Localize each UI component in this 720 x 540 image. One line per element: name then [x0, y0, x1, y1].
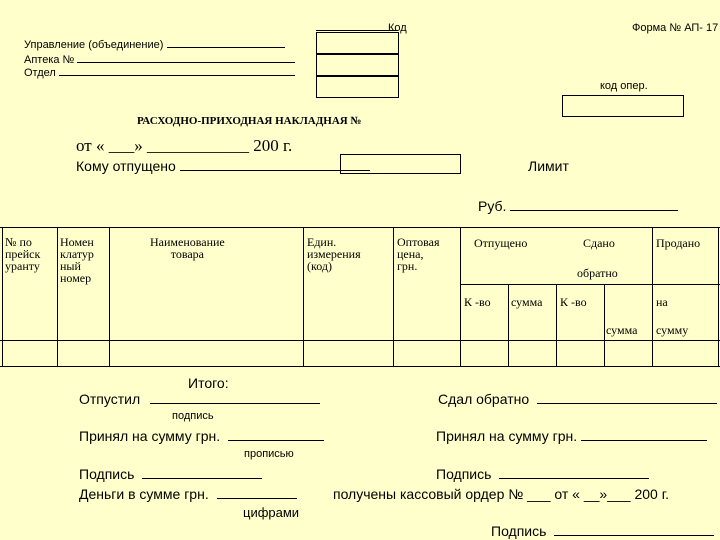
- table-header-bottom: [0, 340, 720, 341]
- management-field[interactable]: [166, 37, 285, 48]
- rub-label: Руб.: [478, 198, 507, 214]
- col-header-num: № по прейск уранту: [5, 235, 41, 273]
- code-label: Код: [388, 22, 407, 34]
- col-border-8: [604, 284, 605, 366]
- to-whom-box[interactable]: [340, 154, 461, 174]
- final-signature-row: Подпись: [491, 523, 715, 539]
- department-label: Отдел: [24, 67, 56, 79]
- returned-label: Сдал обратно: [438, 391, 530, 407]
- rub-field[interactable]: [510, 198, 679, 211]
- oper-code-box[interactable]: [562, 95, 684, 117]
- document-title: РАСХОДНО-ПРИХОДНАЯ НАКЛАДНАЯ №: [137, 115, 362, 127]
- signature-left-row: Подпись: [79, 466, 263, 482]
- cash-order-text[interactable]: получены кассовый ордер № ___ от « __»__…: [333, 486, 669, 502]
- col-header-sold-2: на: [656, 295, 668, 309]
- col-border-3: [303, 227, 304, 366]
- sub-header-qty-released: К -во: [464, 295, 491, 309]
- accepted-amount-field[interactable]: [228, 428, 324, 441]
- to-whom-row: Кому отпущено: [76, 158, 370, 174]
- accepted-row: Принял на сумму грн.: [79, 428, 324, 444]
- in-words-hint: прописью: [244, 448, 294, 460]
- col-header-sold-3: сумму: [656, 323, 689, 337]
- management-code-box[interactable]: [316, 32, 399, 54]
- department-row: Отдел: [24, 65, 295, 79]
- pharmacy-row: Аптека №: [24, 52, 296, 66]
- sub-header-qty-returned: К -во: [560, 295, 587, 309]
- returned-row: Сдал обратно: [438, 391, 718, 407]
- col-header-returned: Сдано: [583, 236, 615, 250]
- to-whom-field[interactable]: [179, 158, 370, 171]
- pharmacy-code-box[interactable]: [316, 54, 399, 76]
- signature-left-field[interactable]: [142, 466, 263, 479]
- pharmacy-label: Аптека №: [24, 54, 75, 66]
- col-header-returned-2: обратно: [577, 266, 618, 280]
- to-whom-label: Кому отпущено: [76, 158, 176, 174]
- col-border-2: [109, 227, 110, 366]
- col-border-9: [652, 227, 653, 366]
- cash-row: Деньги в сумме грн.: [79, 486, 297, 502]
- col-header-price: Оптовая цена, грн.: [397, 235, 440, 273]
- col-border-1: [57, 227, 58, 366]
- col-border-7: [556, 284, 557, 366]
- final-signature-label: Подпись: [491, 523, 547, 539]
- signature-right-field[interactable]: [499, 466, 650, 479]
- returned-field[interactable]: [537, 391, 718, 404]
- col-header-sold: Продано: [656, 236, 701, 250]
- limit-label: Лимит: [528, 158, 569, 174]
- col-border-10: [718, 227, 719, 366]
- released-signature-field[interactable]: [150, 391, 321, 404]
- date-line[interactable]: от « ___» ____________ 200 г.: [76, 136, 293, 155]
- oper-code-label: код опер.: [600, 80, 648, 92]
- sub-header-sum-released: сумма: [511, 295, 543, 309]
- cash-amount-field[interactable]: [216, 486, 297, 499]
- form-number-label: Форма № АП- 17: [632, 22, 719, 34]
- management-row: Управление (объединение): [24, 37, 285, 51]
- accepted-right-label: Принял на сумму грн.: [436, 428, 578, 444]
- final-signature-field[interactable]: [554, 523, 715, 536]
- signature-hint: подпись: [172, 410, 214, 422]
- col-border-4: [393, 227, 394, 366]
- accepted-right-row: Принял на сумму грн.: [436, 428, 707, 444]
- in-digits-hint: цифрами: [243, 505, 300, 520]
- accepted-right-field[interactable]: [581, 428, 707, 441]
- col-header-released: Отпущено: [474, 236, 528, 250]
- rub-row: Руб.: [478, 198, 679, 214]
- signature-right-row: Подпись: [436, 466, 650, 482]
- code-line: [316, 30, 398, 31]
- signature-left-label: Подпись: [79, 466, 135, 482]
- cash-label: Деньги в сумме грн.: [79, 486, 209, 502]
- col-border-5: [460, 227, 461, 366]
- released-label: Отпустил: [79, 391, 141, 407]
- col-header-unit: Един. измерения (код): [307, 235, 361, 273]
- col-header-name: Наименование товара: [150, 235, 225, 261]
- table-subheader-line: [460, 284, 720, 285]
- accepted-label: Принял на сумму грн.: [79, 428, 221, 444]
- table-bottom-border: [0, 366, 720, 367]
- pharmacy-field[interactable]: [77, 52, 296, 63]
- signature-right-label: Подпись: [436, 466, 492, 482]
- department-field[interactable]: [58, 65, 295, 76]
- total-label: Итого:: [188, 375, 229, 391]
- col-header-nomenclature: Номен клатур ный номер: [60, 235, 94, 285]
- released-row: Отпустил: [79, 391, 321, 407]
- management-label: Управление (объединение): [24, 39, 164, 51]
- department-code-box[interactable]: [316, 76, 399, 98]
- sub-header-sum-returned: сумма: [606, 323, 638, 337]
- table-top-border: [0, 227, 720, 228]
- col-border-0: [2, 227, 3, 366]
- col-border-6: [508, 284, 509, 366]
